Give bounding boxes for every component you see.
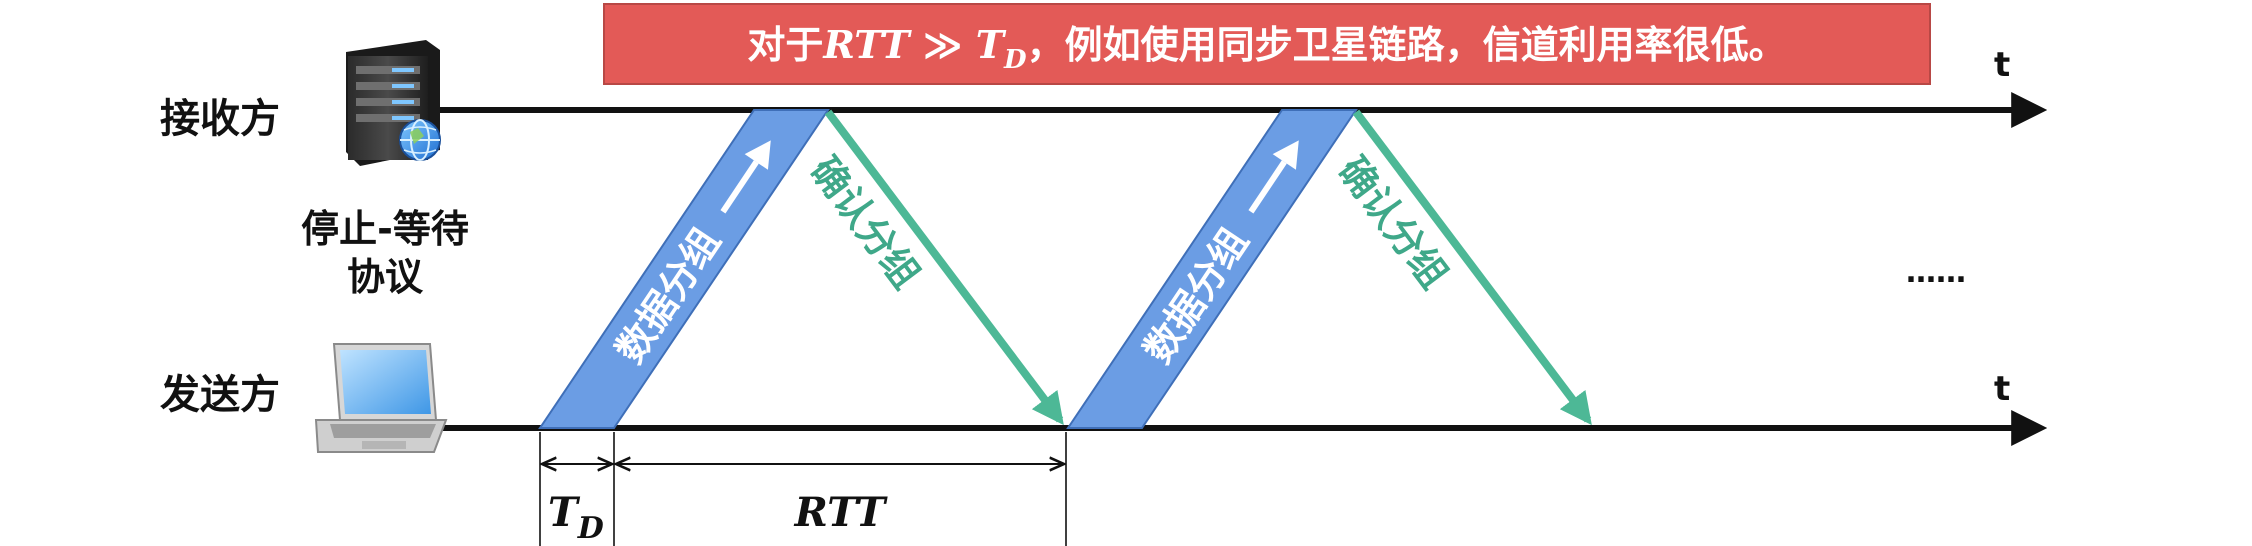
svg-text:对于RTT ≫ TD，例如使用同步卫星链路，信道利用率很低。: 对于RTT ≫ TD，例如使用同步卫星链路，信道利用率很低。 — [747, 22, 1786, 75]
data-packet-2: 数据分组 — [1066, 109, 1358, 429]
time-axis-label-top: t — [1994, 45, 2010, 85]
time-axis-label-bottom: t — [1994, 369, 2010, 409]
laptop-icon — [314, 343, 448, 453]
banner-t: T — [976, 22, 1007, 67]
td-label: TD — [548, 489, 604, 546]
ack-packet-2: 确认分组 — [1330, 109, 1592, 426]
timing-dimensions: TD RTT — [539, 432, 1067, 546]
sender-label: 发送方 — [160, 372, 280, 418]
banner-suffix: ，例如使用同步卫星链路，信道利用率很低。 — [1027, 23, 1787, 67]
continuation-ellipsis: …… — [1906, 255, 1966, 290]
receiver-label: 接收方 — [160, 96, 280, 142]
upward-arrow-icon — [720, 140, 771, 214]
globe-icon — [399, 119, 441, 161]
banner-rtt: RTT — [822, 22, 912, 67]
banner-much-greater: ≫ — [910, 23, 976, 67]
protocol-label-line2: 协议 — [347, 255, 424, 299]
data-packet-1: 数据分组 — [538, 109, 830, 429]
banner-prefix: 对于 — [747, 23, 823, 67]
upward-arrow-icon — [1248, 140, 1299, 214]
protocol-label-line1: 停止-等待 — [301, 207, 469, 251]
ack-packet-1: 确认分组 — [802, 109, 1064, 426]
banner-sub-d: D — [1003, 45, 1027, 75]
rtt-label: RTT — [794, 489, 889, 536]
title-banner: 对于RTT ≫ TD，例如使用同步卫星链路，信道利用率很低。 — [603, 3, 1931, 85]
